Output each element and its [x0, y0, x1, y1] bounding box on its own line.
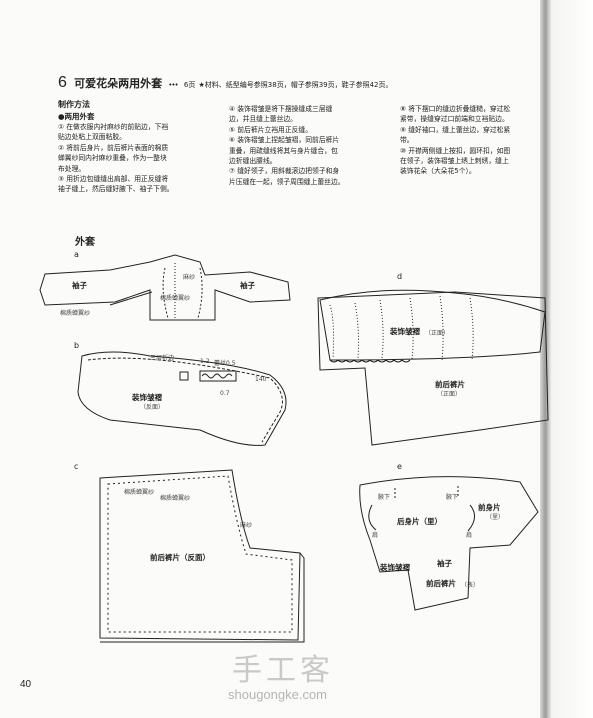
- step-line: 带。: [400, 136, 414, 145]
- label-b-ruffle: 装饰皱褶: [132, 393, 162, 402]
- label-e-shoulder-2: 肩: [466, 532, 473, 539]
- figure-letter-d: d: [397, 272, 403, 281]
- step-line: 片压缝在一起，领子周围缝上蕾丝边。: [229, 177, 345, 186]
- label-e-shoulder-1: 肩: [372, 532, 379, 539]
- label-e-armpit-1: 腋下: [378, 494, 391, 501]
- diagram-b-ruffle: [77, 351, 287, 446]
- label-a-voile-bottom: 棉质蝉翼纱: [60, 310, 91, 317]
- label-a-voile: 棉质蝉翼纱: [160, 295, 191, 302]
- label-e-sleeve: 袖子: [437, 559, 452, 568]
- step-line: 装饰花朵（大朵花5个）。: [400, 167, 476, 176]
- step-line: 贴边处粘上双面粘胶。: [58, 133, 126, 142]
- page-title: 6 可爱花朵两用外套 ••• 6页 ★材料、纸型编号参照38页，帽子参照39页，…: [58, 74, 393, 92]
- steps-column-1: ① 在做衣服内衬麻纱的前贴边，下裆 贴边处粘上双面粘胶。 ② 将前后身片，前后裤…: [58, 122, 208, 195]
- step-line: ⑨ 缝好袖口，缝上蕾丝边，穿过松紧: [400, 125, 511, 134]
- step-line: 在领子，装饰褶皱上绣上刺绣，缝上: [400, 157, 509, 166]
- step-line: 蝉翼纱同内衬麻纱重叠，作为一整块: [58, 154, 167, 163]
- label-e-back: 后身片（里）: [397, 517, 442, 526]
- step-line: ③ 用折边包缝缝出肩部、用正反缝将: [58, 175, 169, 184]
- page-gutter: [540, 0, 593, 718]
- label-d-ruffle: 装饰皱褶: [390, 327, 420, 336]
- steps-column-3: ⑧ 将下摆口的缝边折叠缝糙，穿过松 紧带，操缝穿过口前端和立裆贴边。 ⑨ 缝好袖…: [400, 104, 540, 177]
- title-materials: ★材料、纸型编号参照38页，帽子参照39页，鞋子参照42页。: [198, 81, 393, 89]
- diagram-c-pants: [99, 469, 305, 643]
- label-d-ruffle-side: （正面）: [425, 330, 450, 337]
- label-c-voile: 棉质蝉翼纱: [160, 495, 191, 502]
- label-b-m2: 蕾丝0.5: [214, 360, 236, 367]
- label-e-armpit-2: 腋下: [446, 494, 459, 501]
- label-b-ruffle-side: （反面）: [140, 404, 165, 411]
- figure-letter-c: c: [74, 462, 79, 471]
- label-b-triple-hem: 三层折边: [150, 355, 175, 362]
- page-number: 40: [20, 679, 32, 690]
- label-e-front: 前身片: [478, 503, 501, 512]
- label-a-sleeve-right: 袖子: [240, 281, 255, 290]
- label-e-pants: 前后裤片: [426, 579, 456, 588]
- figure-letter-e: e: [397, 462, 402, 471]
- step-line: ⑤ 前后裤片立裆用正反缝。: [229, 125, 313, 134]
- figure-title: 外套: [75, 237, 95, 248]
- label-c-linen: 麻纱: [240, 522, 253, 529]
- label-e-ruffle: 装饰皱褶: [380, 563, 410, 572]
- step-line: ④ 装饰褶皱是将下摆操缝成三层缝: [229, 105, 333, 113]
- label-b-m4: 140: [255, 376, 267, 383]
- steps-column-2: ④ 装饰褶皱是将下摆操缝成三层缝 边，并且缝上蕾丝边。 ⑤ 前后裤片立裆用正反缝…: [229, 104, 389, 187]
- step-line: ⑥ 装饰褶皱上捏起皱褶，同前后裤片: [229, 136, 340, 145]
- step-line: 布处理。: [58, 164, 86, 173]
- label-c-voile-top: 棉质蝉翼纱: [124, 489, 155, 496]
- label-d-pants: 前后裤片: [435, 380, 465, 389]
- label-a-linen: 麻纱: [183, 274, 196, 281]
- step-line: ② 将前后身片，前后裤片表面的棉质: [58, 143, 169, 152]
- step-line: 袖子缝上，然后缝好腋下、袖子下侧。: [58, 185, 174, 194]
- figure-letter-b: b: [74, 341, 80, 350]
- watermark-logo: 手工客: [232, 653, 334, 688]
- step-line: 边，并且缝上蕾丝边。: [229, 115, 297, 124]
- label-e-pants-side: （表）: [461, 582, 480, 589]
- diagram-a-jacket: [39, 254, 291, 321]
- label-b-m1: 1.2: [200, 358, 210, 365]
- label-c-piece: 前后裤片（反面）: [150, 553, 210, 562]
- step-line: ① 在做衣服内衬麻纱的前贴边，下裆: [58, 123, 169, 131]
- step-line: ⑦ 缝好领子，用斜裁滚边把领子和身: [229, 167, 340, 176]
- step-line: 紧带，操缝穿过口前端和立裆贴边。: [400, 115, 509, 124]
- step-line: 边折缝出腰线。: [229, 157, 277, 166]
- label-b-m3: 0.7: [220, 390, 230, 397]
- step-line: ⑩ 开襟两侧缝上按扣，圆环扣，如图: [400, 146, 511, 155]
- figure-letter-a: a: [74, 250, 79, 259]
- method-heading: 制作方法: [58, 100, 90, 109]
- step-line: ⑧ 将下摆口的缝边折叠缝糙，穿过松: [400, 105, 511, 113]
- watermark-url: shougongke.com: [228, 687, 328, 702]
- step-line: 重叠，用疏缝线将其与身片缝合，包: [229, 146, 338, 155]
- label-d-pants-side: （正面）: [437, 391, 462, 398]
- title-number: 6: [58, 74, 67, 91]
- title-dots: •••: [168, 81, 178, 89]
- diagram-d-assembly: [317, 289, 549, 446]
- method-subheading: ●两用外套: [58, 112, 95, 121]
- title-page-ref: 6页: [183, 81, 196, 89]
- title-text: 可爱花朵两用外套: [74, 77, 163, 90]
- diagram-e-assembly: [359, 476, 539, 611]
- label-a-sleeve-left: 袖子: [72, 281, 87, 290]
- label-e-front-side: （里）: [486, 514, 505, 521]
